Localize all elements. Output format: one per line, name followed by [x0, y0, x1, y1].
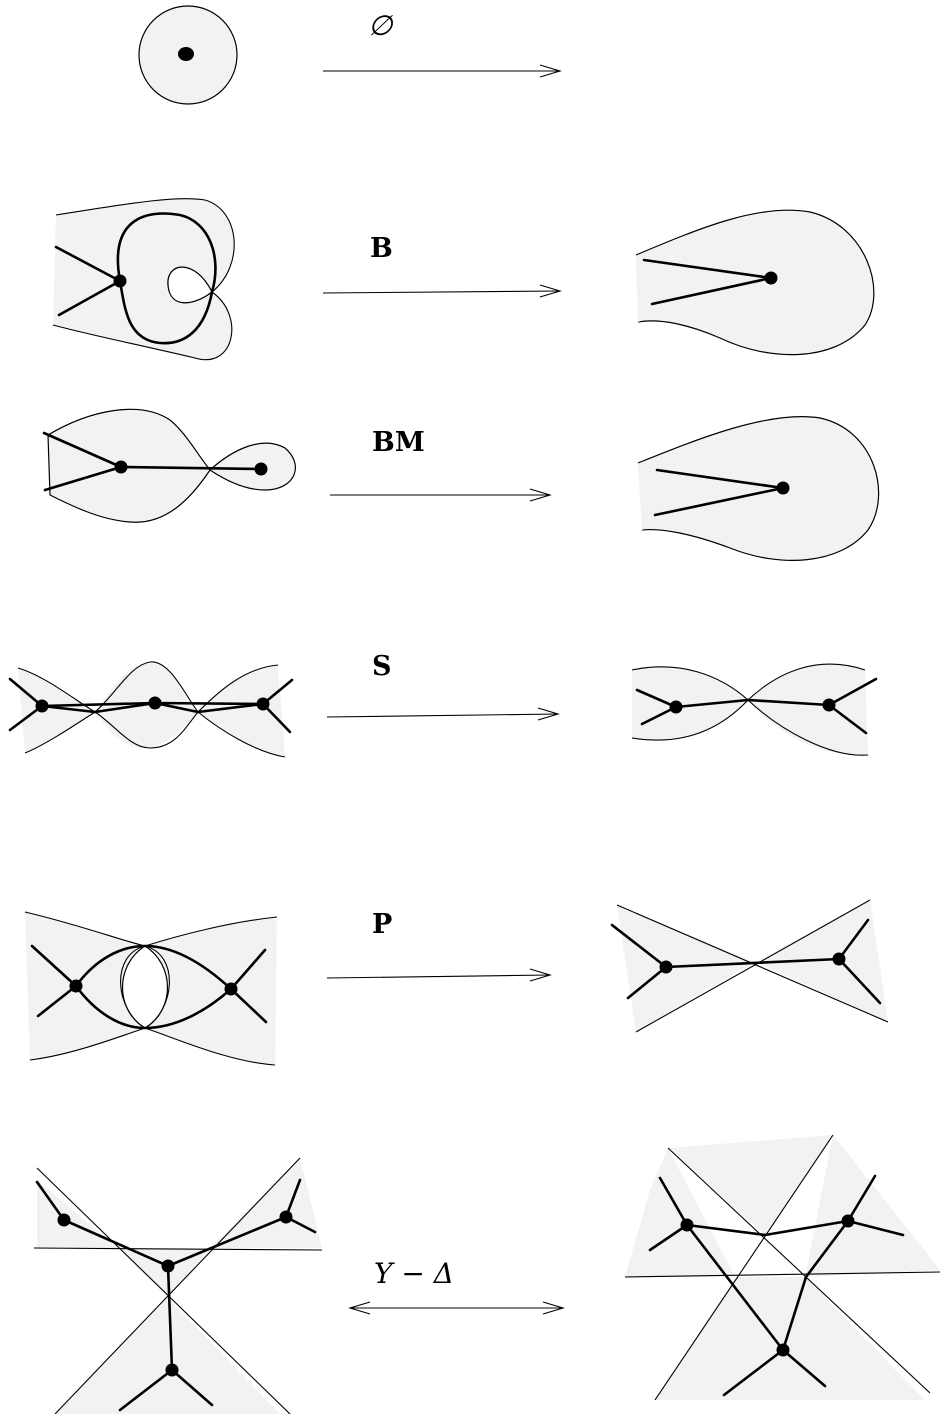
- move-arrow: [326, 968, 552, 982]
- s-left-graph: [8, 661, 294, 758]
- move-label-empty: ∅: [368, 9, 394, 42]
- bm-left-graph: [42, 408, 296, 523]
- bm-right-graph: [637, 416, 880, 561]
- y-graph: [33, 1157, 323, 1414]
- row-b-move: B: [52, 198, 875, 361]
- move-label-p: P: [372, 909, 392, 940]
- delta-graph: [624, 1134, 941, 1401]
- s-right-graph: [631, 663, 878, 756]
- vertex-node: [178, 47, 194, 61]
- move-label-ydelta: Y − Δ: [374, 1257, 454, 1290]
- move-arrow: [330, 488, 552, 502]
- row-s-move: S: [8, 651, 878, 758]
- row-p-move: P: [24, 899, 889, 1066]
- move-arrow: [322, 284, 562, 298]
- b-right-graph: [635, 209, 875, 356]
- move-label-b: B: [370, 233, 393, 264]
- p-right-graph: [610, 899, 889, 1033]
- row-bm-move: BM: [42, 408, 880, 561]
- row-ydelta-move: Y − Δ: [33, 1134, 941, 1414]
- double-arrow: [348, 1301, 565, 1315]
- move-label-bm: BM: [372, 427, 425, 458]
- move-label-s: S: [372, 651, 392, 682]
- move-arrow: [323, 64, 562, 78]
- move-arrow: [326, 707, 560, 721]
- p-left-graph: [24, 911, 278, 1066]
- b-left-graph: [52, 198, 235, 361]
- row-empty-move: ∅: [138, 5, 562, 105]
